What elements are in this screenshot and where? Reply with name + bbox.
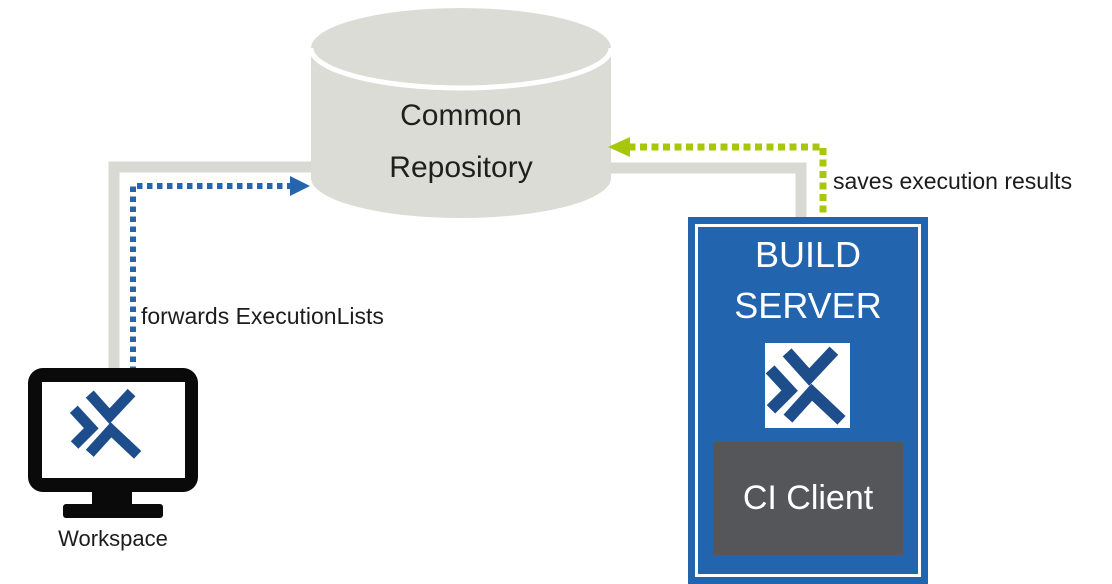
- monitor-base: [63, 504, 163, 518]
- ci-client-box: CI Client: [713, 442, 903, 555]
- repository-cylinder-icon: [308, 8, 614, 218]
- workspace-label: Workspace: [58, 526, 168, 551]
- forwards-arrow: [130, 176, 310, 372]
- connector-workspace-repository: [108, 161, 330, 372]
- connector-buildserver-repository: [600, 162, 807, 224]
- cylinder-body: [311, 48, 611, 218]
- build-server-title: BUILD SERVER: [734, 234, 882, 326]
- forwards-arrowhead-icon: [290, 176, 310, 196]
- saves-arrowhead-icon: [608, 137, 630, 157]
- saves-arrow-line: [630, 143, 827, 224]
- monitor-icon: [28, 368, 198, 518]
- forwards-arrow-label: forwards ExecutionLists: [141, 303, 384, 329]
- forwards-arrow-line: [130, 183, 290, 372]
- monitor-neck: [92, 492, 132, 506]
- ci-client-label: CI Client: [742, 479, 874, 517]
- tosca-logo-icon: [69, 388, 142, 459]
- repository-label: Common Repository: [389, 99, 533, 184]
- cylinder-rim: [308, 47, 614, 91]
- tosca-logo-icon: [765, 343, 850, 428]
- build-server-box: BUILD SERVER CI Client: [688, 217, 928, 584]
- cylinder-top: [311, 8, 611, 88]
- saves-arrow: [608, 137, 827, 224]
- saves-arrow-label: saves execution results: [833, 168, 1073, 194]
